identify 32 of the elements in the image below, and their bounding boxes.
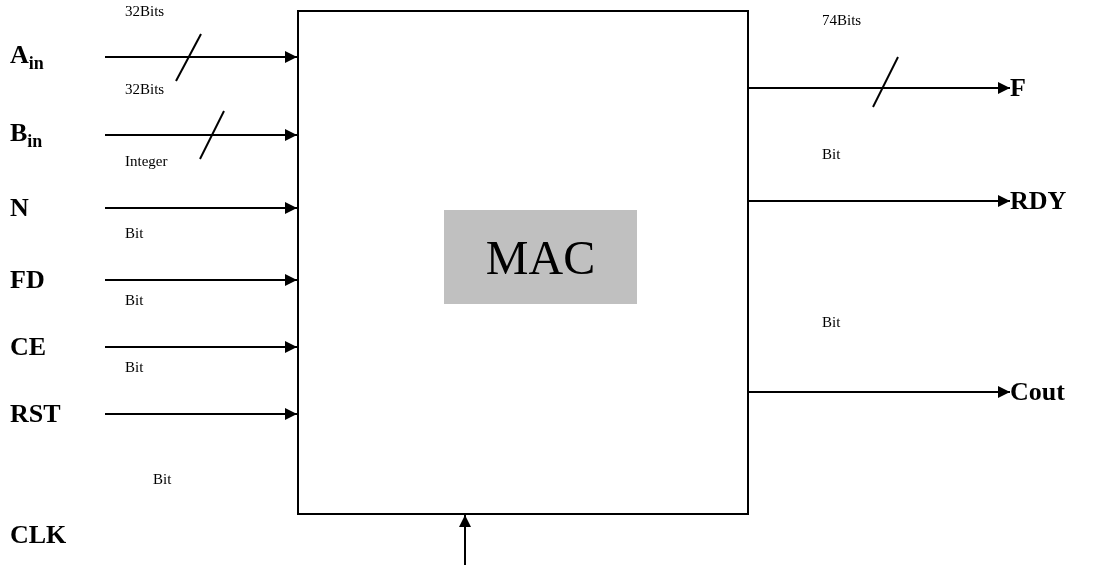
edge-label: Bit [125, 291, 144, 309]
signal-name: A$_{in}$ [10, 40, 105, 74]
arrow [104, 274, 298, 286]
arrow [748, 386, 1011, 398]
arrow [104, 129, 298, 141]
arrow [104, 51, 298, 63]
edge-label: Bit [822, 145, 841, 163]
arrow [104, 341, 298, 353]
signal-name: RST [10, 399, 105, 429]
arrow [459, 514, 471, 565]
signal-name: CLK [10, 520, 67, 550]
signal-name: F [1010, 73, 1040, 103]
block-box [297, 10, 749, 515]
edge-label: 32Bits [125, 80, 165, 98]
edge-label: 74Bits [822, 11, 862, 29]
signal-name: RDY [1010, 186, 1080, 216]
arrow [104, 202, 298, 214]
edge-label: Bit [822, 313, 841, 331]
signal-type-label: Bit [153, 470, 172, 488]
edge-label: 32Bits [125, 2, 165, 20]
edge-label: Integer [125, 152, 168, 170]
signal-name: N [10, 193, 105, 223]
arrow [748, 195, 1011, 207]
arrow [104, 408, 298, 420]
module-label: MAC [444, 210, 637, 304]
signal-name: Cout [1010, 377, 1090, 407]
arrow [748, 82, 1011, 94]
signal-name: CE [10, 332, 105, 362]
signal-name: B$_{in}$ [10, 118, 105, 152]
signal-name: FD [10, 265, 105, 295]
edge-label: Bit [125, 358, 144, 376]
edge-label: Bit [125, 224, 144, 242]
